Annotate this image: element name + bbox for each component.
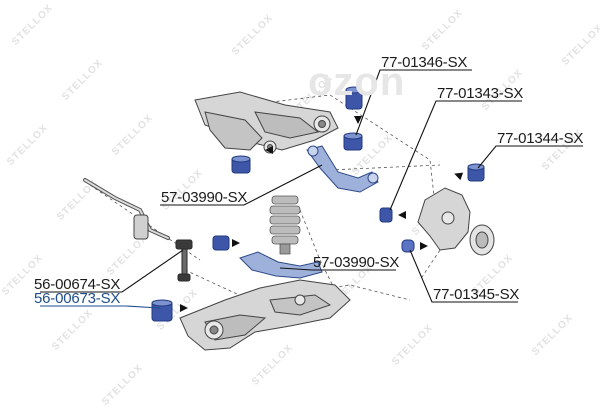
bushing-77-01346-b (343, 132, 363, 151)
bushing-77-01345 (401, 239, 415, 253)
bushings (151, 86, 485, 322)
stabilizer-bar (83, 178, 170, 240)
bushing-77-01346-a (345, 86, 363, 110)
stabilizer-link (175, 239, 193, 282)
wheel-knuckle (417, 187, 471, 251)
stabilizer-mount (133, 214, 149, 240)
lower-subframe (179, 279, 351, 351)
callout-77-01343-sx: 77-01343-SX (437, 85, 524, 102)
leader-57-03990-mid (279, 267, 396, 271)
callout-56-00674-sx: 56-00674-SX (34, 276, 121, 293)
leader-77-01346 (355, 69, 472, 136)
wheel-hub (469, 224, 495, 256)
leader-lines (40, 69, 583, 309)
bushing-77-01343 (379, 207, 393, 223)
bushing-77-01344 (467, 163, 485, 182)
leader-57-03990-top (160, 164, 323, 206)
exploded-arrows (180, 116, 464, 312)
ozon-logo: ozon (308, 60, 406, 104)
callout-57-03990-sx-upper: 57-03990-SX (161, 189, 248, 206)
coil-spring (269, 195, 301, 255)
callout-77-01345-sx: 77-01345-SX (433, 286, 520, 303)
leader-77-01344 (477, 145, 583, 169)
leader-56-00673 (40, 305, 161, 309)
lower-control-arm (239, 251, 323, 279)
leader-77-01345 (409, 249, 518, 303)
bushing-77-01346-c (231, 155, 251, 174)
bushing-lower-b (151, 299, 173, 322)
leader-56-00674 (40, 249, 184, 293)
bushing-lower-a (212, 235, 230, 251)
callout-57-03990-sx-lower: 57-03990-SX (313, 254, 400, 271)
callout-56-00673-sx: 56-00673-SX (34, 290, 121, 307)
callout-77-01346-sx: 77-01346-SX (381, 54, 468, 71)
upper-subframe (194, 91, 339, 154)
upper-control-arm (306, 145, 379, 193)
callout-77-01344-sx: 77-01344-SX (497, 130, 584, 147)
leader-77-01343 (389, 100, 522, 211)
